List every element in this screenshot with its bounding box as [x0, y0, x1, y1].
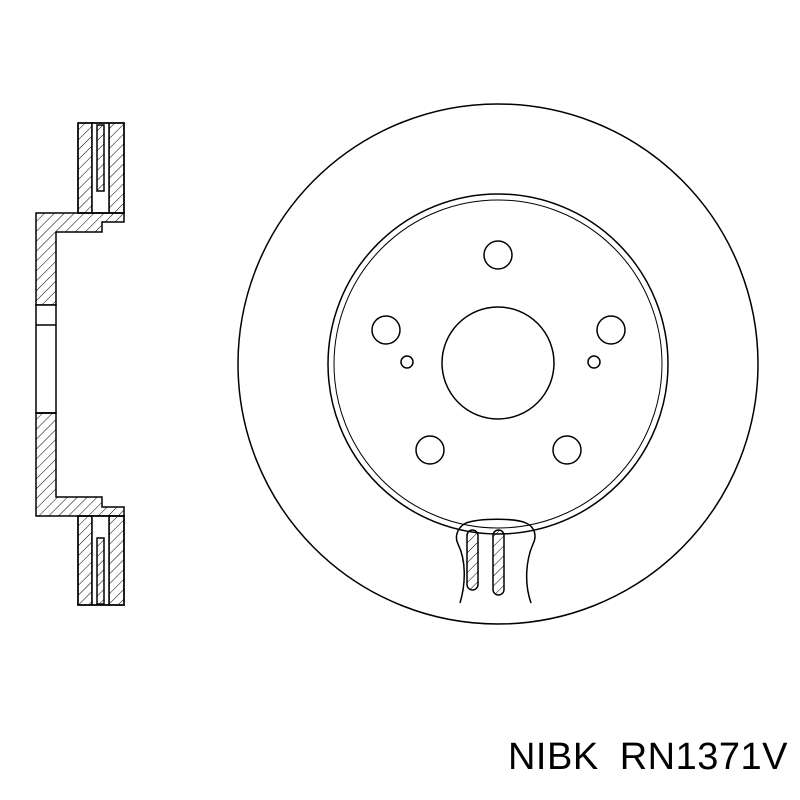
front-view: [237, 103, 759, 625]
centre-bore: [441, 306, 555, 420]
disc-outer-edge: [237, 103, 759, 625]
stud-hole-bottom-left: [415, 435, 445, 465]
part-number: RN1371V: [619, 736, 788, 778]
friction-ring-upper: [77, 122, 125, 214]
stud-hole-left: [371, 315, 401, 345]
brand-name: NIBK: [507, 736, 599, 778]
mounting-face: [35, 304, 57, 414]
hat-outer-edge: [333, 199, 663, 529]
stud-hole-right: [596, 315, 626, 345]
vent-cutaway-detail: [455, 518, 536, 604]
part-caption: NIBK RN1371V: [508, 736, 788, 779]
friction-ring-lower: [77, 515, 125, 606]
hat-section-upper: [35, 212, 125, 306]
disc-friction-inner-edge: [327, 193, 669, 535]
stud-hole-top: [483, 240, 513, 270]
stud-hole-bottom-right: [552, 435, 582, 465]
cross-section-view: [35, 122, 125, 606]
locating-hole-right: [587, 355, 601, 369]
hat-section-lower: [35, 412, 125, 517]
locating-hole-left: [400, 355, 414, 369]
